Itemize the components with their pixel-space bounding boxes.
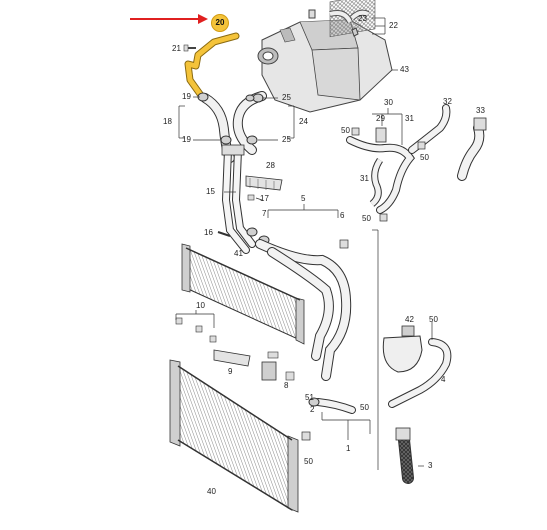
hose-31 (346, 136, 415, 214)
part-label-6: 6 (340, 211, 345, 220)
part-label-28: 28 (266, 161, 275, 170)
part-label-7: 7 (262, 209, 267, 218)
part-callout-20[interactable]: 20 (211, 14, 229, 32)
bolt-17 (247, 194, 255, 201)
part-label-50-b: 50 (420, 153, 429, 162)
hose-4 (388, 338, 452, 408)
part-label-29: 29 (376, 114, 385, 123)
part-label-25-lower: 25 (282, 135, 291, 144)
part-label-41: 41 (234, 249, 243, 258)
part-label-31: 31 (405, 114, 414, 123)
part-label-32: 32 (443, 97, 452, 106)
part-label-19-lower: 19 (182, 135, 191, 144)
clip-6 (339, 239, 349, 249)
part-label-50-f: 50 (304, 457, 313, 466)
bolt-21 (183, 44, 196, 52)
hose-22 (308, 9, 359, 37)
part-label-5: 5 (301, 194, 306, 203)
connector-23 (349, 9, 370, 21)
hose-33 (457, 117, 487, 181)
auxiliary-radiator-41 (181, 243, 305, 345)
highlight-arrow (130, 14, 208, 24)
part-label-24: 24 (299, 117, 308, 126)
part-label-50-d: 50 (429, 315, 438, 324)
part-label-33: 33 (476, 106, 485, 115)
leader-lines (175, 17, 433, 470)
part-label-10: 10 (196, 301, 205, 310)
coolant-pipe-15 (221, 144, 256, 254)
part-label-9: 9 (228, 367, 233, 376)
fitting-29 (375, 127, 387, 143)
main-radiator-40 (169, 359, 299, 513)
clamp-51 (308, 397, 320, 407)
part-label-4: 4 (441, 375, 446, 384)
clamp-19-lower (220, 135, 232, 145)
part-label-31-b: 31 (360, 174, 369, 183)
part-label-40: 40 (207, 487, 216, 496)
part-label-2: 2 (310, 405, 315, 414)
coolant-pipe-20-highlighted[interactable] (184, 32, 240, 98)
clip-50-upper (351, 127, 426, 222)
clamp-25-upper (245, 93, 264, 103)
clip-50-lower (301, 431, 311, 441)
part-label-3: 3 (428, 461, 433, 470)
part-label-18: 18 (163, 117, 172, 126)
hose-5 (255, 239, 352, 381)
bolt-16 (217, 231, 231, 237)
clamp-25-lower (246, 135, 258, 145)
bracket-10 (175, 317, 217, 343)
hose-2 (314, 398, 356, 414)
part-label-8: 8 (284, 381, 289, 390)
part-label-1: 1 (346, 444, 351, 453)
part-label-43: 43 (400, 65, 409, 74)
part-label-16: 16 (204, 228, 213, 237)
expansion-tank-42 (382, 325, 423, 373)
bracket-9 (213, 349, 251, 367)
part-label-22: 22 (389, 21, 398, 30)
part-label-50-e: 50 (360, 403, 369, 412)
part-label-23: 23 (358, 14, 367, 23)
part-label-50-c: 50 (362, 214, 371, 223)
part-label-21: 21 (172, 44, 181, 53)
part-label-51: 51 (305, 393, 314, 402)
part-label-30: 30 (384, 98, 393, 107)
hose-3 (395, 427, 414, 484)
supercharger-housing (257, 0, 393, 113)
valve-8 (261, 351, 295, 381)
part-label-17: 17 (260, 194, 269, 203)
part-label-25-upper: 25 (282, 93, 291, 102)
part-label-15: 15 (206, 187, 215, 196)
part-label-19-upper: 19 (182, 92, 191, 101)
bracket-28 (245, 175, 283, 191)
part-label-42: 42 (405, 315, 414, 324)
hose-32 (408, 104, 451, 154)
part-label-50-a: 50 (341, 126, 350, 135)
